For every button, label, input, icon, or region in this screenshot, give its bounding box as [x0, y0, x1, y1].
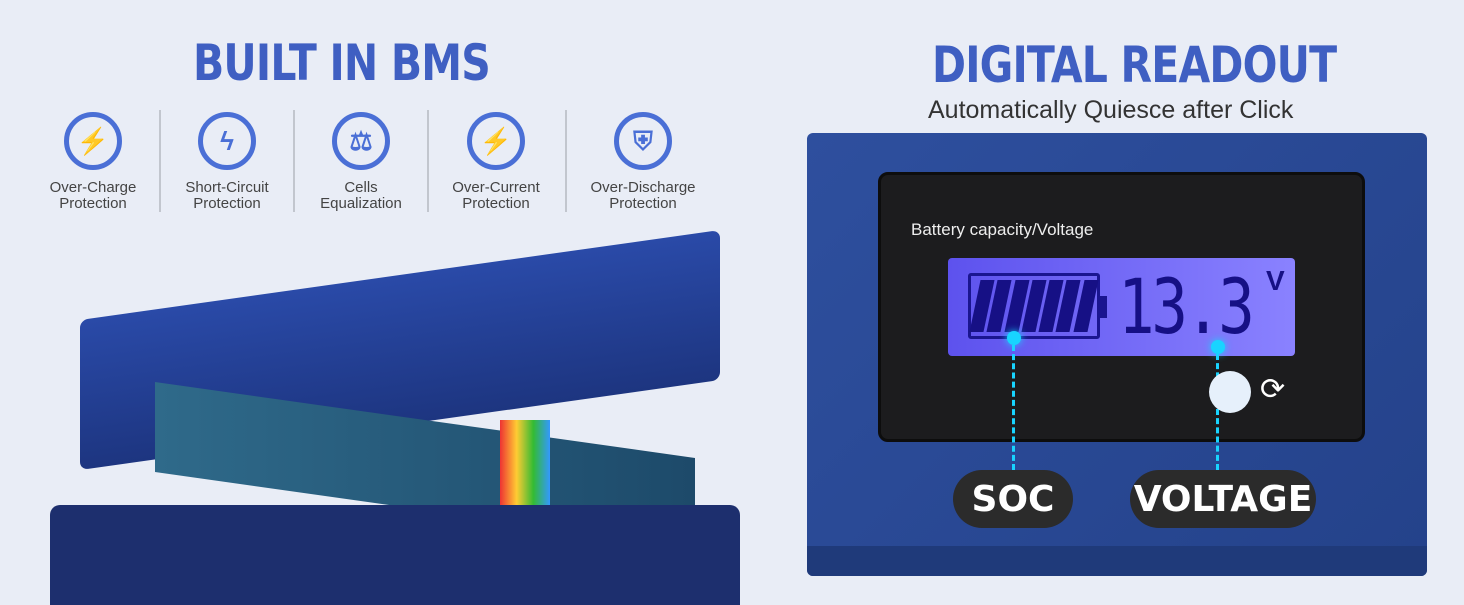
- feature-label: Protection: [609, 195, 677, 212]
- refresh-icon: ⟳: [1260, 373, 1286, 406]
- battery-level-icon: [968, 273, 1107, 339]
- lightning-icon: ⚡: [467, 112, 525, 170]
- soc-label: SOC: [953, 470, 1073, 528]
- divider: [293, 110, 295, 212]
- feature-label: Over-Discharge: [590, 179, 696, 196]
- voltage-label: VOLTAGE: [1130, 470, 1316, 528]
- voltage-line: [1216, 354, 1219, 470]
- readout-title: DIGITAL READOUT: [932, 36, 1337, 94]
- feature-label: Over-Charge: [49, 179, 137, 196]
- voltage-unit: V: [1266, 265, 1285, 296]
- divider: [159, 110, 161, 212]
- scale-icon: ⚖: [332, 112, 390, 170]
- feature-label: Equalization: [320, 195, 402, 212]
- short-circuit-icon: ϟ: [198, 112, 256, 170]
- display-label: Battery capacity/Voltage: [911, 220, 1094, 239]
- feature-label: Protection: [193, 195, 261, 212]
- voltage-marker: [1211, 340, 1225, 354]
- divider: [565, 110, 567, 212]
- readout-subtitle: Automatically Quiesce after Click: [928, 96, 1294, 124]
- voltage-value: 13.3: [1118, 262, 1255, 351]
- feature-label: Protection: [462, 195, 530, 212]
- soc-line: [1012, 345, 1015, 470]
- display-button[interactable]: [1209, 371, 1251, 413]
- feature-label: Cells: [344, 179, 378, 196]
- feature-label: Over-Current: [452, 179, 540, 196]
- bms-title: BUILT IN BMS: [193, 34, 491, 92]
- plug-icon: ⚡: [64, 112, 122, 170]
- shield-icon: ⛨: [614, 112, 672, 170]
- divider: [427, 110, 429, 212]
- lcd-screen: 13.3 V: [948, 258, 1295, 356]
- soc-marker: [1007, 331, 1021, 345]
- feature-label: Short-Circuit: [185, 179, 269, 196]
- feature-label: Protection: [59, 195, 127, 212]
